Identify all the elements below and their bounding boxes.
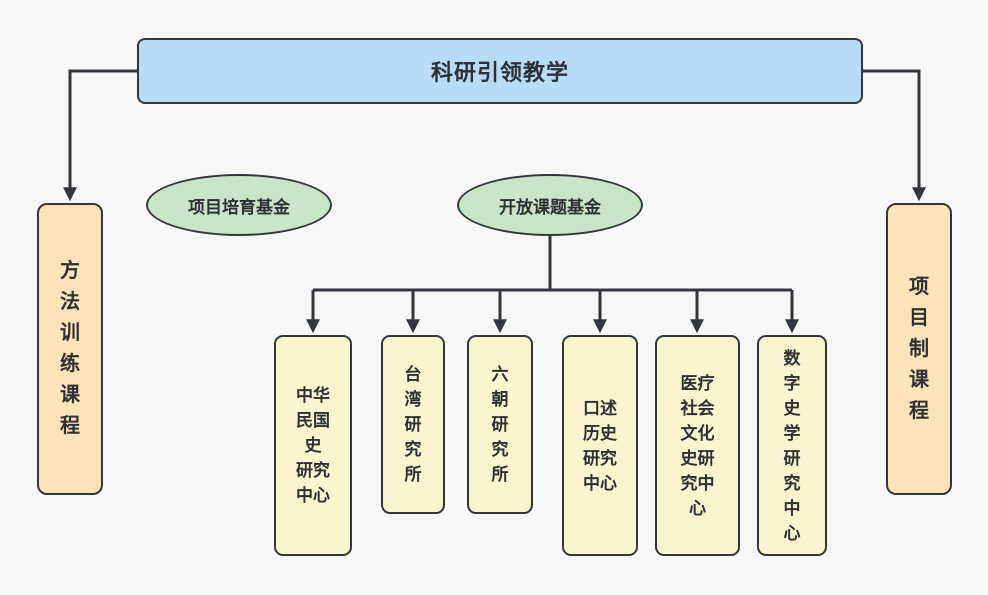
node-project-cultivation-fund: 项目培育基金	[146, 174, 332, 236]
node-center-taiwan-institute: 台 湾 研 究 所	[381, 335, 445, 514]
node-center-digital-history: 数 字 史 学 研 究 中 心	[757, 335, 827, 556]
connector-title-to-right-course	[863, 69, 926, 202]
node-center-republic-of-china-history: 中华 民国 史 研究 中心	[274, 335, 352, 556]
node-method-training-course-label: 方 法 训 练 课 程	[60, 260, 80, 437]
connector-title-to-left-course	[63, 69, 137, 202]
node-center-digital-history-label: 数 字 史 学 研 究 中 心	[783, 348, 801, 543]
node-center-medical-social-cultural-history-label: 医疗 社会 文化 史研 究中 心	[680, 373, 715, 518]
node-open-topic-fund-label: 开放课题基金	[499, 197, 601, 217]
node-center-oral-history-label: 口述 历史 研究 中心	[583, 398, 617, 493]
node-project-cultivation-fund-label: 项目培育基金	[188, 197, 290, 217]
node-center-medical-social-cultural-history: 医疗 社会 文化 史研 究中 心	[655, 335, 740, 556]
node-project-based-course: 项 目 制 课 程	[886, 203, 952, 495]
node-center-six-dynasties-institute-label: 六 朝 研 究 所	[491, 365, 509, 484]
node-open-topic-fund: 开放课题基金	[457, 174, 643, 236]
node-center-oral-history: 口述 历史 研究 中心	[562, 335, 638, 556]
node-research-leads-teaching-label: 科研引领教学	[430, 60, 569, 85]
node-method-training-course: 方 法 训 练 课 程	[37, 203, 103, 495]
node-center-republic-of-china-history-label: 中华 民国 史 研究 中心	[296, 386, 330, 505]
node-project-based-course-label: 项 目 制 课 程	[909, 275, 929, 422]
node-center-six-dynasties-institute: 六 朝 研 究 所	[467, 335, 533, 514]
node-center-taiwan-institute-label: 台 湾 研 究 所	[404, 365, 422, 484]
node-research-leads-teaching: 科研引领教学	[137, 38, 863, 104]
